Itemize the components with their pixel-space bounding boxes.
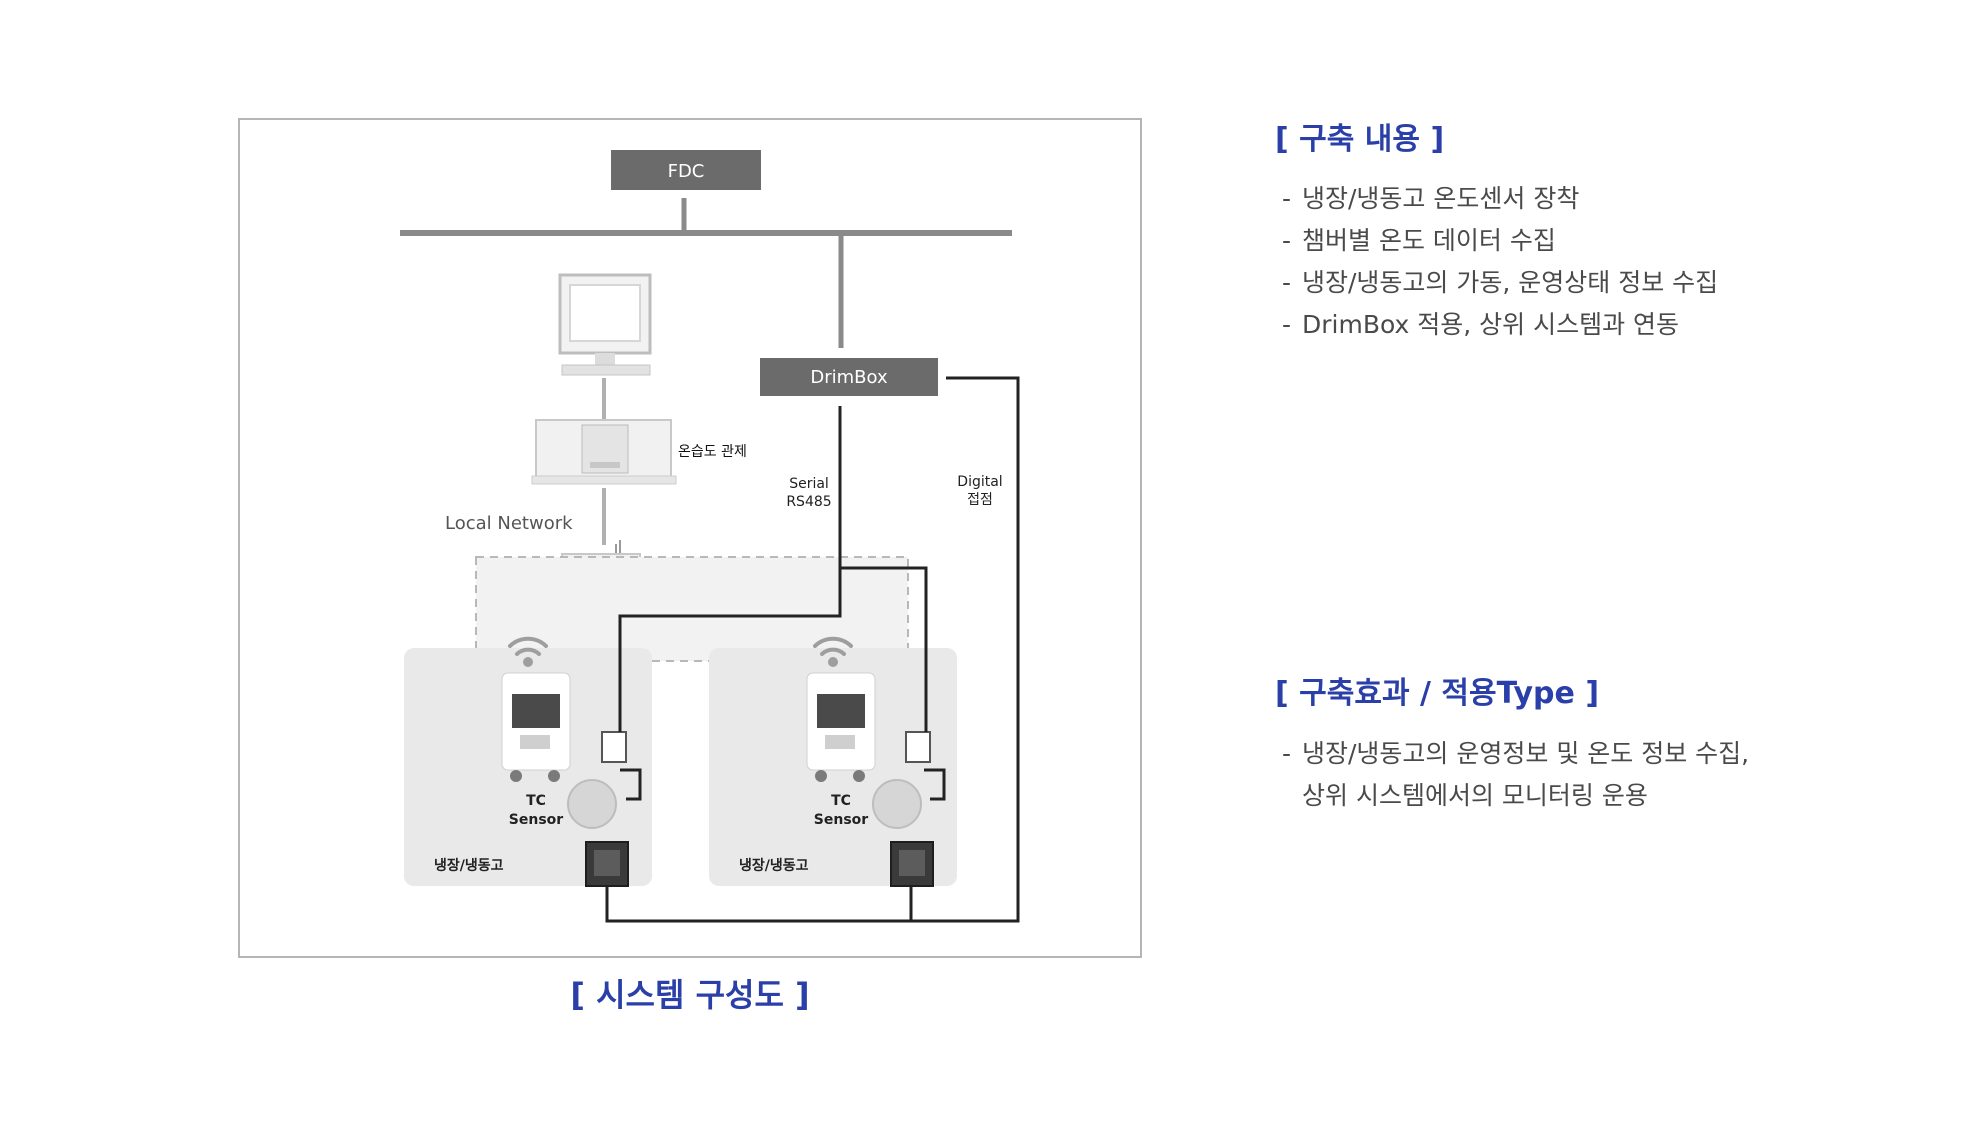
tc-sensor-line2: Sensor (509, 812, 563, 828)
tc-sensor-line2: Sensor (814, 812, 868, 828)
tc-sensor-line1: TC (831, 793, 851, 809)
fridge-label-left: 냉장/냉동고 (434, 857, 504, 874)
list-item: -DrimBox 적용, 상위 시스템과 연동 (1282, 310, 1680, 339)
effects-list: -냉장/냉동고의 운영정보 및 온도 정보 수집, 상위 시스템에서의 모니터링… (1282, 733, 1749, 817)
monitoring-label: 온습도 관제 (678, 444, 747, 460)
list-item: -냉장/냉동고의 운영정보 및 온도 정보 수집, (1282, 739, 1750, 768)
fridge-unit-right: TC Sensor 냉장/냉동고 (709, 636, 957, 887)
io-wire-right (924, 768, 946, 801)
section-heading-construction: [ 구축 내용 ] (1275, 122, 1445, 157)
fridge-unit-left: TC Sensor 냉장/냉동고 (404, 636, 652, 887)
diagram-caption: [ 시스템 구성도 ] (570, 976, 810, 1014)
serial-wire-left (618, 406, 842, 732)
serial-label-1: Serial (789, 476, 829, 492)
list-item: -냉장/냉동고 온도센서 장착 (1282, 184, 1580, 213)
digital-wire (605, 376, 1020, 923)
construction-list: -냉장/냉동고 온도센서 장착 -챔버별 온도 데이터 수집 -냉장/냉동고의 … (1282, 178, 1718, 346)
serial-label-2: RS485 (786, 494, 831, 510)
diagram-canvas: FDC 온습도 관제 Local Network (400, 150, 1020, 923)
tc-sensor-line1: TC (526, 793, 546, 809)
io-module (601, 731, 627, 763)
drimbox-label: DrimBox (810, 367, 888, 388)
server-icon (531, 419, 677, 485)
wifi-icon (508, 636, 548, 667)
system-diagram: FDC 온습도 관제 Local Network (238, 118, 1142, 958)
digital-label-1: Digital (957, 474, 1002, 490)
fridge-label-right: 냉장/냉동고 (739, 857, 809, 874)
list-item: -챔버별 온도 데이터 수집 (1282, 226, 1556, 255)
fdc-label: FDC (668, 161, 705, 182)
drimbox-node (760, 358, 938, 396)
section-heading-effects: [ 구축효과 / 적용Type ] (1275, 676, 1600, 711)
serial-wire-right (840, 566, 928, 732)
wireless-zone (475, 556, 909, 662)
fdc-node (611, 150, 761, 190)
list-item: -냉장/냉동고의 가동, 운영상태 정보 수집 (1282, 268, 1719, 297)
io-module (905, 731, 931, 763)
digital-label-2: 접점 (967, 492, 993, 508)
local-network-label: Local Network (445, 513, 573, 534)
io-wire-left (620, 768, 642, 801)
list-item: 상위 시스템에서의 모니터링 운용 (1302, 781, 1648, 810)
monitor-icon (558, 273, 652, 376)
wifi-icon (813, 636, 853, 667)
